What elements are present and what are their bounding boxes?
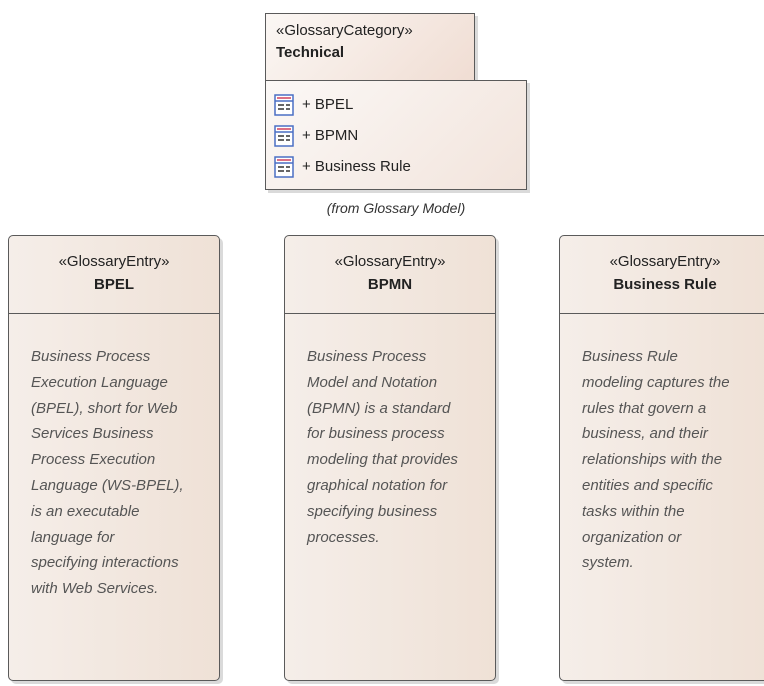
description-line: specifying business (307, 502, 438, 520)
description-line: specifying interactions (31, 554, 179, 572)
entry-description: Business Process Model and Notation (BPM… (285, 314, 495, 550)
entry-title: BPEL (93, 276, 134, 293)
description-line: rules that govern a (582, 399, 707, 417)
entry-title: Business Rule (613, 276, 717, 293)
category-item-bpmn[interactable]: + BPMN (274, 120, 526, 151)
description-line: Business Process (31, 348, 151, 365)
glossary-category-header[interactable]: «GlossaryCategory» Technical (265, 13, 475, 80)
description-line: language for (31, 528, 115, 546)
glossary-term-icon (274, 93, 294, 116)
entry-stereotype: «GlossaryEntry» (609, 253, 721, 270)
description-line: (BPEL), short for Web (31, 399, 178, 417)
category-item-label: + BPMN (302, 127, 359, 144)
description-line: Language (WS-BPEL), (31, 476, 184, 494)
description-line: modeling that provides (307, 451, 458, 469)
description-line: graphical notation for (307, 476, 448, 494)
description-line: Process Execution (31, 451, 156, 469)
glossary-term-icon (274, 124, 294, 147)
entry-stereotype: «GlossaryEntry» (58, 253, 170, 270)
entry-description: Business Process Execution Language (BPE… (9, 314, 219, 602)
description-line: system. (582, 554, 634, 572)
description-line: business, and their (582, 425, 708, 443)
description-line: Business Rule (582, 348, 678, 365)
glossary-entry-bpel[interactable]: «GlossaryEntry» BPEL Business Process Ex… (8, 235, 220, 681)
category-stereotype: «GlossaryCategory» (276, 22, 413, 39)
description-line: for business process (307, 425, 445, 443)
description-line: is an executable (31, 502, 140, 520)
glossary-term-icon (274, 155, 294, 178)
glossary-entry-business-rule[interactable]: «GlossaryEntry» Business Rule Business R… (559, 235, 764, 681)
from-package-note: (from Glossary Model) (326, 200, 466, 216)
entry-header: «GlossaryEntry» BPEL (9, 236, 219, 314)
entry-header: «GlossaryEntry» Business Rule (560, 236, 764, 314)
description-line: processes. (307, 528, 380, 546)
description-line: Services Business (31, 425, 154, 443)
category-title: Technical (276, 44, 345, 61)
glossary-category-body[interactable]: + BPEL + BPMN (265, 80, 527, 190)
entry-header: «GlossaryEntry» BPMN (285, 236, 495, 314)
category-item-bpel[interactable]: + BPEL (274, 89, 526, 120)
entry-title: BPMN (367, 276, 413, 293)
entry-stereotype: «GlossaryEntry» (334, 253, 446, 270)
description-line: (BPMN) is a standard (307, 399, 451, 417)
glossary-entry-bpmn[interactable]: «GlossaryEntry» BPMN Business Process Mo… (284, 235, 496, 681)
description-line: with Web Services. (31, 580, 159, 598)
category-item-label: + BPEL (302, 96, 354, 113)
description-line: Business Process (307, 348, 427, 365)
description-line: relationships with the (582, 451, 723, 469)
description-line: tasks within the (582, 502, 685, 520)
description-line: Model and Notation (307, 373, 438, 391)
description-line: modeling captures the (582, 373, 730, 391)
description-line: organization or (582, 528, 682, 546)
category-item-business-rule[interactable]: + Business Rule (274, 151, 526, 182)
entry-description: Business Rule modeling captures the rule… (560, 314, 764, 576)
description-line: entities and specific (582, 476, 713, 494)
category-item-label: + Business Rule (302, 158, 411, 175)
description-line: Execution Language (31, 373, 168, 391)
